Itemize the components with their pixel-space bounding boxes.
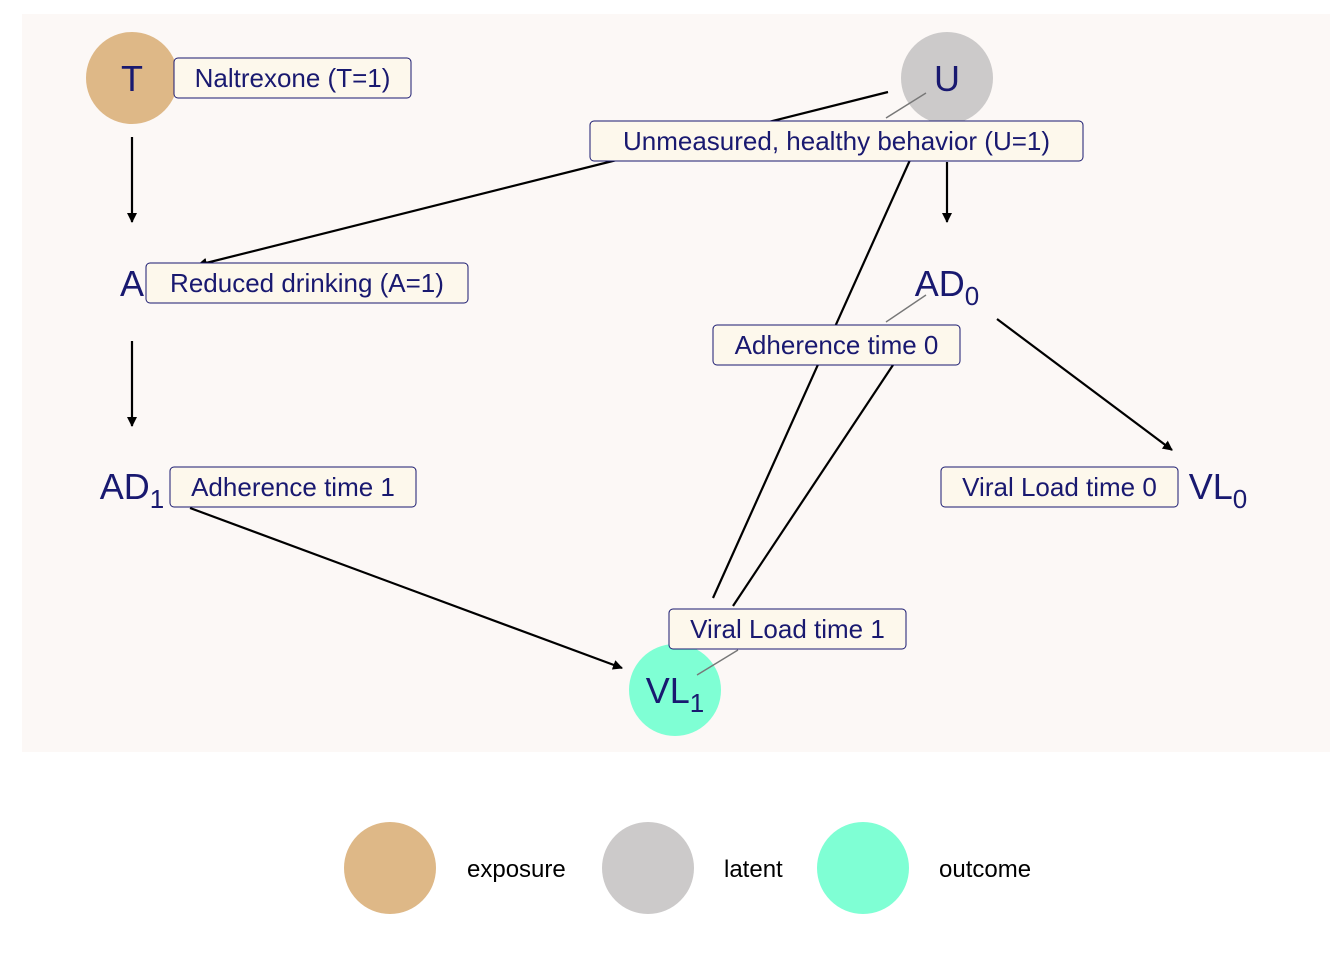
legend-label-outcome: outcome [939, 856, 1031, 883]
label-ad1: Adherence time 1 [169, 466, 417, 508]
label-text-t: Naltrexone (T=1) [195, 63, 391, 93]
label-leaders [696, 92, 927, 676]
node-vl1-text: VL [646, 670, 690, 711]
legend-item-outcome: outcome [817, 822, 1031, 914]
legend: exposure latent outcome [344, 822, 1031, 914]
legend-swatch-latent [602, 822, 694, 914]
node-ad0-subscript: 0 [965, 281, 979, 311]
label-vl0: Viral Load time 0 [940, 466, 1179, 508]
label-text-vl0: Viral Load time 0 [962, 472, 1157, 502]
node-vl0-subscript: 0 [1233, 484, 1247, 514]
edge-ad0-to-vl0 [996, 318, 1173, 451]
label-t: Naltrexone (T=1) [173, 57, 412, 99]
node-u-text: U [934, 58, 960, 99]
label-box-ad0 [712, 324, 961, 366]
node-circle-t [86, 32, 178, 124]
node-ad1: AD1 [100, 466, 164, 514]
node-t-text: T [121, 58, 143, 99]
label-a: Reduced drinking (A=1) [145, 262, 469, 304]
label-text-vl1: Viral Load time 1 [690, 614, 885, 644]
node-u: U [934, 58, 960, 99]
label-text-ad1: Adherence time 1 [191, 472, 395, 502]
node-ad1-subscript: 1 [150, 484, 164, 514]
label-box-u [589, 120, 1084, 162]
legend-item-exposure: exposure [344, 822, 566, 914]
label-vl1: Viral Load time 1 [668, 608, 907, 650]
node-t: T [121, 58, 143, 99]
label-u: Unmeasured, healthy behavior (U=1) [589, 120, 1084, 162]
label-text-ad0: Adherence time 0 [735, 330, 939, 360]
node-circle-vl1 [629, 644, 721, 736]
node-ad0-text: AD [915, 263, 965, 304]
legend-label-latent: latent [724, 856, 783, 883]
node-ad0: AD0 [915, 263, 979, 311]
legend-label-exposure: exposure [467, 856, 566, 883]
label-box-ad1 [169, 466, 417, 508]
label-box-a [145, 262, 469, 304]
edge-ad0-to-vl1 [732, 364, 894, 607]
label-text-u: Unmeasured, healthy behavior (U=1) [623, 126, 1050, 156]
node-descriptions: Naltrexone (T=1) Unmeasured, healthy beha… [145, 57, 1179, 650]
node-a: A [120, 263, 144, 304]
label-box-vl0 [940, 466, 1179, 508]
legend-swatch-exposure [344, 822, 436, 914]
node-vl0-text: VL [1189, 466, 1233, 507]
label-text-a: Reduced drinking (A=1) [170, 268, 444, 298]
edge-u-to-vl1 [711, 159, 912, 599]
label-box-vl1 [668, 608, 907, 650]
label-ad0: Adherence time 0 [712, 324, 961, 366]
node-circles [86, 32, 993, 736]
node-vl0: VL0 [1189, 466, 1248, 514]
node-circle-u [901, 32, 993, 124]
label-leader-ad0 [885, 294, 927, 323]
label-leader-vl1 [696, 649, 739, 676]
node-a-text: A [120, 263, 144, 304]
edge-ad1-to-vl1 [189, 506, 623, 670]
label-leader-u [885, 92, 927, 119]
node-ad1-text: AD [100, 466, 150, 507]
label-box-t [173, 57, 412, 99]
legend-swatch-outcome [817, 822, 909, 914]
node-vl1-subscript: 1 [690, 688, 704, 718]
legend-item-latent: latent [602, 822, 783, 914]
node-vl1: VL1 [646, 670, 705, 718]
